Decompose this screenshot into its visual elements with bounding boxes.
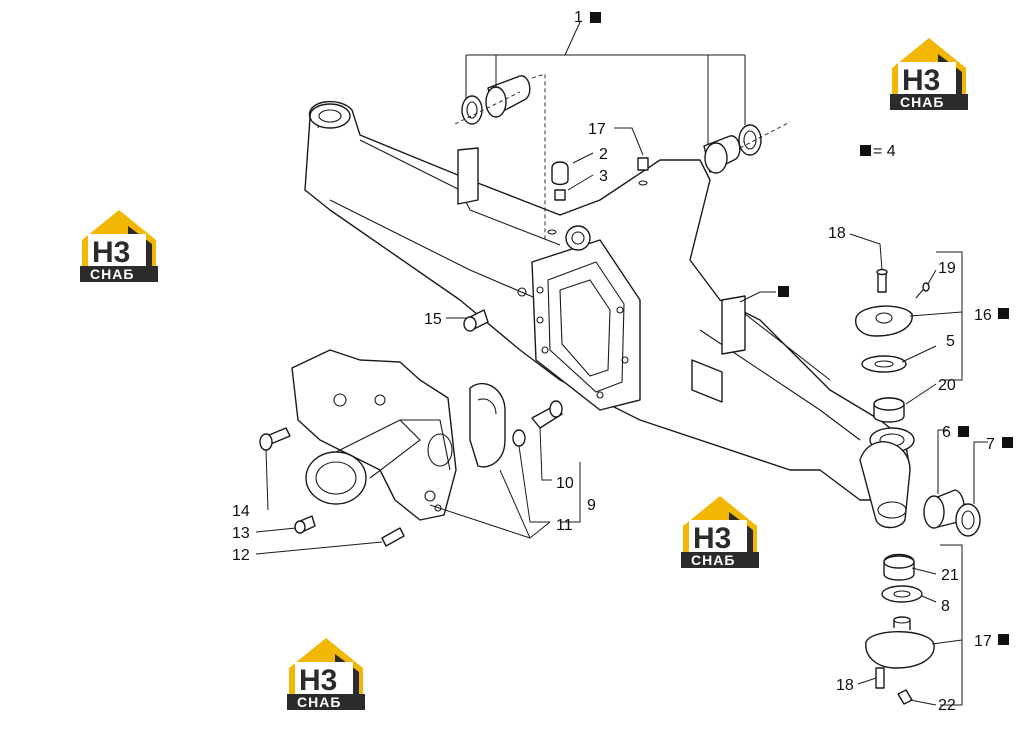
callout-5: 5 [946,333,955,350]
watermark-logo-top-right: H3 СНАБ [888,34,970,112]
callout-3: 3 [599,168,608,185]
steering-knuckle [291,349,457,521]
upper-pivot-assembly [855,268,930,423]
callout-22: 22 [938,697,956,714]
callout-14: 14 [232,503,250,520]
callout-labels: 1 2 3 = 4 5 6 7 8 9 10 11 12 13 14 15 16… [232,9,1013,714]
king-pin-clamp [469,382,563,468]
callout-20: 20 [938,377,956,394]
axle-housing-square [778,286,789,297]
callout-13: 13 [232,525,250,542]
logo-mark-icon: H3 СНАБ [287,638,365,710]
grease-fittings [547,157,649,235]
svg-text:СНАБ: СНАБ [691,552,735,568]
top-bushings [454,73,791,240]
callout-7-square [1002,437,1013,448]
callout-9: 9 [587,497,596,514]
svg-text:H3: H3 [693,522,731,555]
watermark-logo-center: H3 СНАБ [679,492,761,570]
logo-mark-icon: H3 СНАБ [80,210,158,282]
callout-18-bottom: 18 [836,677,854,694]
svg-text:H3: H3 [92,236,130,269]
watermark-logo-bottom-left: H3 СНАБ [285,634,367,712]
callout-17-bottom-square [998,634,1009,645]
callout-10: 10 [556,475,574,492]
logo-mark-icon: H3 СНАБ [681,496,759,568]
callout-11: 11 [556,517,573,534]
axle-housing [304,100,915,529]
leader-lines [255,21,988,706]
svg-text:СНАБ: СНАБ [90,266,134,282]
callout-19: 19 [938,260,956,277]
callout-18-top: 18 [828,225,846,242]
callout-4-square [860,145,871,156]
callout-17-top: 17 [588,121,606,138]
logo-mark-icon: H3 СНАБ [890,38,968,110]
callout-15: 15 [424,311,442,328]
callout-6-square [958,426,969,437]
callout-16-square [998,308,1009,319]
right-bushings [923,489,981,537]
svg-text:H3: H3 [299,664,337,697]
callout-4: = 4 [873,143,896,160]
lower-pivot-assembly [865,553,935,705]
callout-16: 16 [974,307,992,324]
watermark-logo-left: H3 СНАБ [78,206,160,284]
callout-1-square [590,12,601,23]
callout-12: 12 [232,547,250,564]
callout-7: 7 [986,436,995,453]
callout-6: 6 [942,424,951,441]
callout-2: 2 [599,146,608,163]
svg-text:СНАБ: СНАБ [900,94,944,110]
callout-1: 1 [574,9,583,26]
svg-text:СНАБ: СНАБ [297,694,341,710]
callout-8: 8 [941,598,950,615]
callout-21: 21 [941,567,959,584]
svg-text:H3: H3 [902,64,940,97]
callout-17-bottom: 17 [974,633,992,650]
fasteners-left [259,309,489,547]
